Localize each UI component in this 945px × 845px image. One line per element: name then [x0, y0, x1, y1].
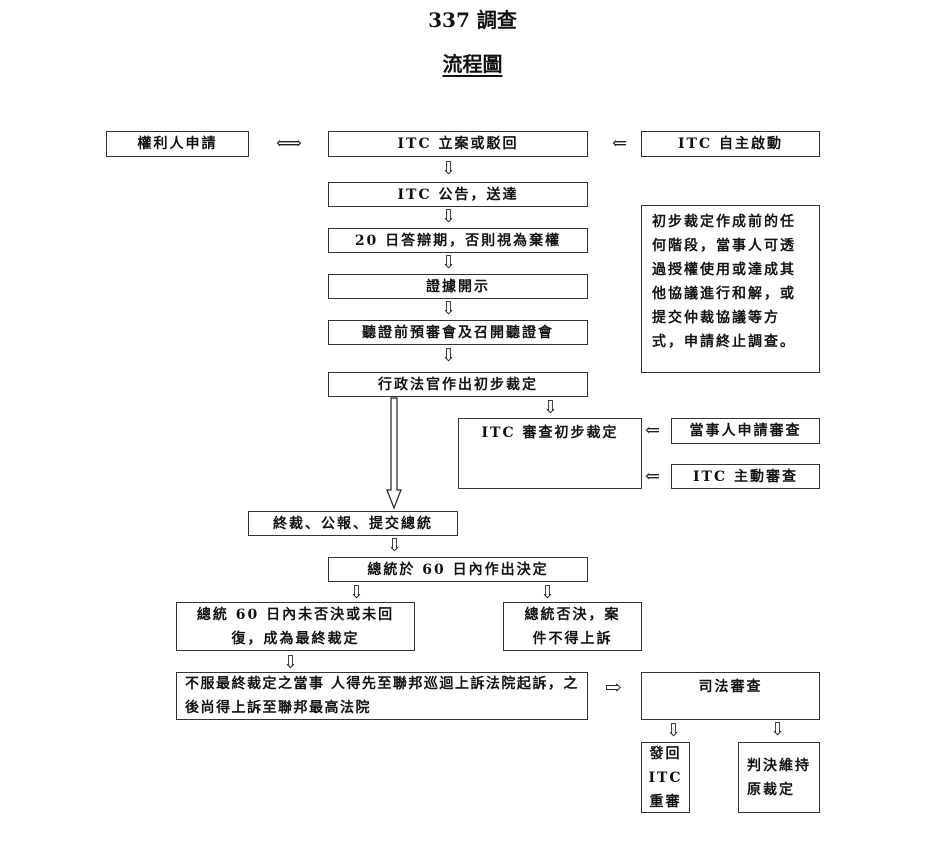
down-arrow-icon: ⇩: [543, 397, 559, 418]
node-discovery: 證據開示: [328, 274, 588, 299]
node-president: 總統於 60 日內作出決定: [328, 557, 588, 582]
down-arrow-icon: ⇩: [770, 719, 786, 740]
node-self-init: ITC 自主啟動: [641, 131, 820, 157]
node-settlement-note: 初步裁定作成前的任何階段，當事人可透過授權使用或達成其他協議進行和解，或提交仲裁…: [641, 205, 820, 373]
left-arrow-icon: ⇐: [645, 420, 661, 441]
down-arrow-icon: ⇩: [441, 345, 457, 366]
page-title: 337 調查: [428, 8, 517, 32]
node-answer: 20 日答辯期，否則視為棄權: [328, 228, 588, 253]
node-appeal: 不服最終裁定之當事 人得先至聯邦巡迴上訴法院起訴，之後尚得上訴至聯邦最高法院: [176, 672, 588, 720]
left-arrow-icon: ⇐: [645, 466, 661, 487]
down-arrow-icon: ⇩: [666, 720, 682, 741]
node-final: 終裁、公報、提交總統: [248, 511, 458, 536]
node-initial-determination: 行政法官作出初步裁定: [328, 372, 588, 397]
page-subtitle: 流程圖: [442, 52, 503, 76]
node-notice: ITC 公告，送達: [328, 182, 588, 207]
node-patentee: 權利人申請: [106, 131, 249, 157]
down-arrow-icon: ⇩: [349, 582, 365, 603]
down-arrow-icon: ⇩: [387, 535, 403, 556]
left-arrow-icon: ⇐: [612, 133, 628, 154]
node-veto: 總統否決，案件不得上訴: [503, 602, 642, 651]
node-remand: 發回 ITC 重審: [641, 742, 690, 813]
node-no-veto: 總統 60 日內未否決或未回復，成為最終裁定: [176, 602, 415, 651]
down-arrow-icon: ⇩: [441, 158, 457, 179]
node-party-review: 當事人申請審查: [671, 418, 820, 444]
double-arrow-icon: ⟺: [276, 133, 302, 154]
node-judicial-review: 司法審查: [641, 672, 820, 720]
node-itc-own-review: ITC 主動審查: [671, 464, 820, 489]
down-arrow-icon: ⇩: [441, 252, 457, 273]
node-hearing: 聽證前預審會及召開聽證會: [328, 320, 588, 345]
down-arrow-icon: ⇩: [540, 582, 556, 603]
node-affirm: 判決維持原裁定: [738, 742, 820, 813]
node-itc-review: ITC 審查初步裁定: [458, 418, 642, 489]
down-arrow-icon: ⇩: [283, 652, 299, 673]
long-down-arrow: [386, 397, 402, 510]
down-arrow-icon: ⇩: [441, 298, 457, 319]
node-filing: ITC 立案或駁回: [328, 131, 588, 157]
right-arrow-icon: ⇨: [605, 675, 622, 699]
down-arrow-icon: ⇩: [441, 206, 457, 227]
